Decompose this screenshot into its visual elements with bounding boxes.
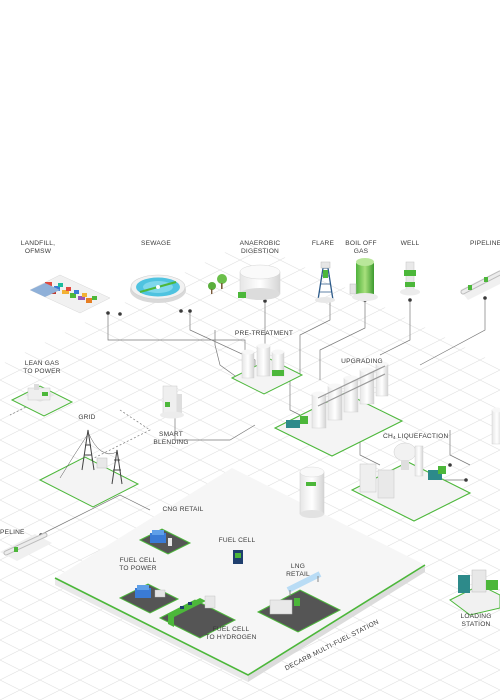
label-upgrading: UPGRADING: [341, 358, 383, 365]
label-pipeline-top: PIPELINE: [470, 240, 500, 247]
label-fuel-cell-to-hydrogen: FUEL CELL TO HYDROGEN: [205, 626, 257, 641]
landfill-facility: [29, 274, 111, 314]
multi-fuel-station-platform: [54, 468, 426, 682]
right-edge-tank: [491, 407, 500, 445]
ch4-subscript: 4: [392, 435, 396, 440]
label-fuel-cell-to-power: FUEL CELL TO POWER: [119, 557, 157, 572]
label-well: WELL: [400, 240, 420, 247]
lng-retail-pad: [256, 571, 342, 633]
ch4-prefix: CH: [383, 433, 393, 440]
ch4-suffix: LIQUEFACTION: [395, 433, 449, 440]
label-lng-retail: LNG RETAIL: [286, 563, 310, 578]
smart-blending-unit: [160, 385, 184, 419]
label-loading-station: LOADING STATION: [460, 613, 492, 628]
anaerobic-digester: [208, 264, 281, 300]
label-cng-retail: CNG RETAIL: [162, 506, 204, 513]
label-lean-gas-to-power: LEAN GAS TO POWER: [23, 360, 61, 375]
pretreatment-plant: [230, 343, 304, 395]
grid-pylons: [38, 429, 140, 508]
lean-gas-power-plant: [10, 384, 74, 417]
fuel-cell-power-pad: [118, 583, 180, 614]
ch4-liquefaction-plant: [350, 442, 472, 522]
label-landfill: LANDFILL, OFMSW: [20, 240, 56, 255]
label-pre-treatment: PRE-TREATMENT: [234, 330, 294, 337]
label-fuel-cell: FUEL CELL: [218, 537, 256, 544]
label-grid: GRID: [78, 414, 96, 421]
fuel-cell-unit: [233, 550, 243, 564]
well-head: [400, 261, 420, 296]
loading-station: [449, 569, 500, 616]
upgrading-plant: [273, 361, 404, 457]
fuel-cell-hydrogen-pad: [158, 595, 237, 639]
label-flare: FLARE: [311, 240, 335, 247]
sewage-tank: [130, 274, 186, 303]
flare-tower: [315, 261, 335, 303]
pipeline-top: [460, 270, 500, 300]
label-sewage: SEWAGE: [141, 240, 171, 247]
label-smart-blending: SMART BLENDING: [153, 431, 189, 446]
label-anaerobic-digestion: ANAEROBIC DIGESTION: [239, 240, 281, 255]
label-ch4-liquefaction: CH4 LIQUEFACTION: [383, 433, 463, 442]
lng-storage-tank: [299, 466, 325, 518]
label-boil-off-gas: BOIL OFF GAS: [345, 240, 377, 255]
boil-off-gas-tank: [349, 258, 378, 301]
label-pipeline-left: PELINE: [0, 529, 25, 536]
pipeline-left: [0, 532, 52, 561]
cng-retail-pad: [138, 528, 192, 555]
